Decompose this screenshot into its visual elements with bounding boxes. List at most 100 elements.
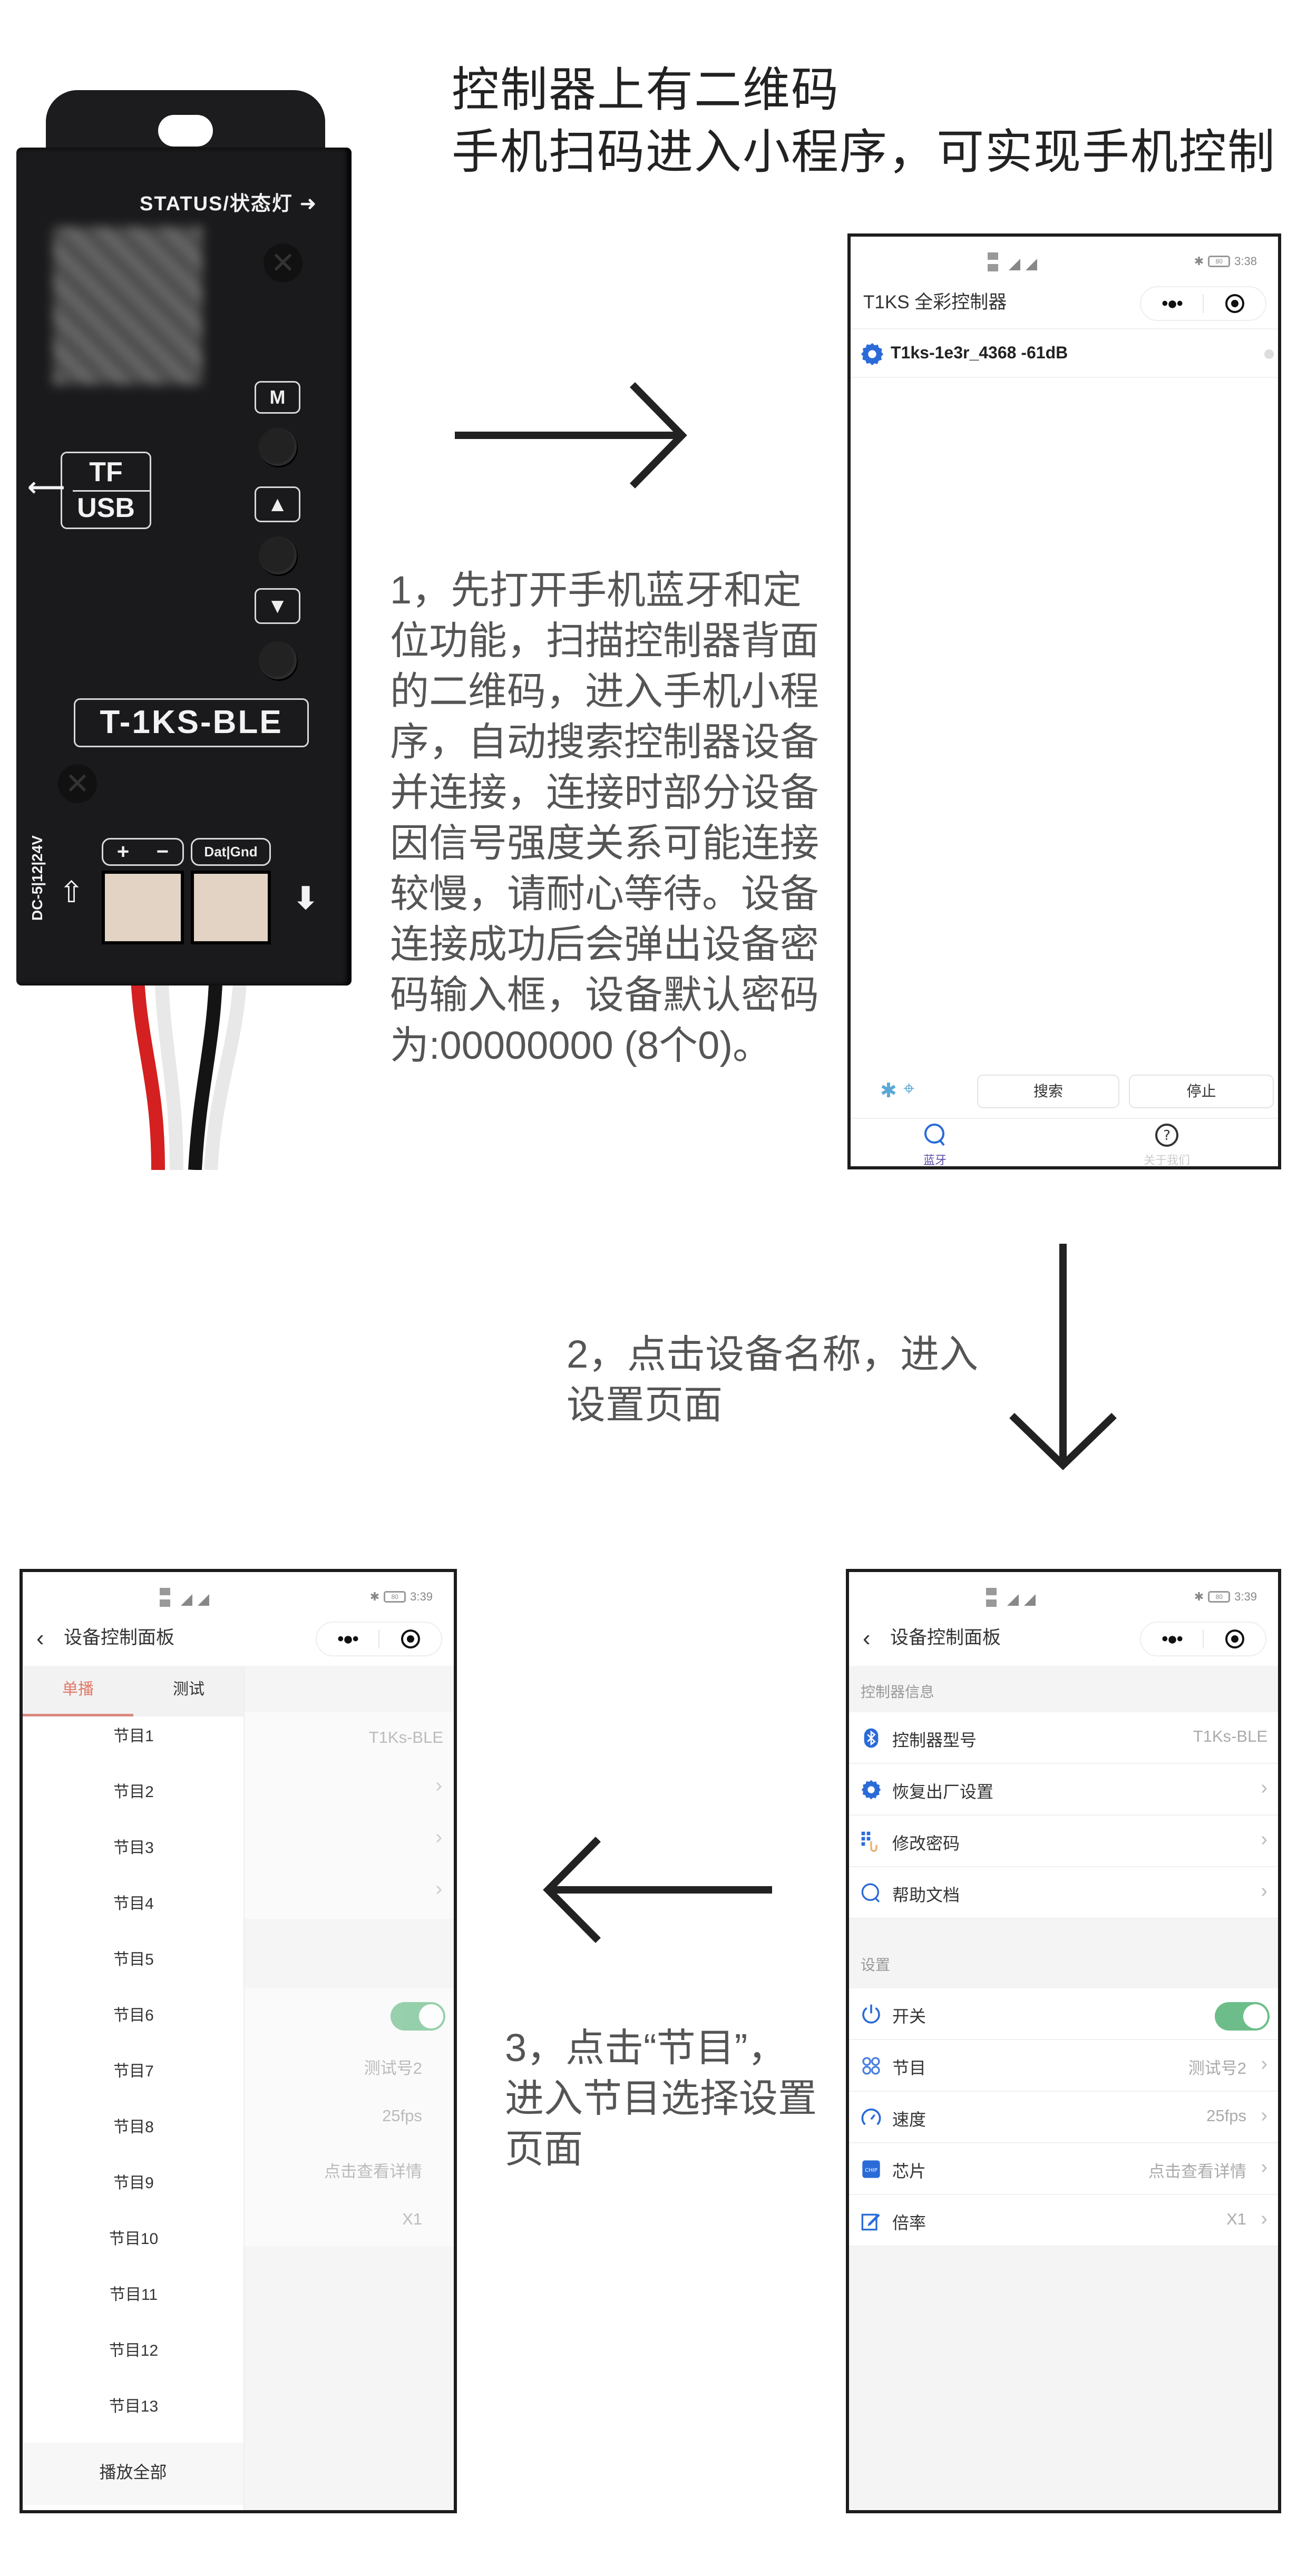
- row-value: T1Ks-BLE: [368, 1728, 443, 1746]
- tab-unicast[interactable]: 单播: [23, 1666, 133, 1716]
- tf-usb-box: TF USB: [61, 452, 151, 529]
- section-label: 设置: [861, 1957, 891, 1973]
- edit-icon: [861, 2213, 880, 2231]
- power-connector: [102, 871, 184, 944]
- clock: 3:38: [1234, 255, 1257, 268]
- empty-area: [849, 2247, 1278, 2510]
- close-target-icon[interactable]: [1204, 1628, 1265, 1650]
- tab-test[interactable]: 测试: [173, 1681, 204, 1698]
- program-item[interactable]: 节目12: [109, 2342, 159, 2359]
- program-grid-icon: [862, 2057, 880, 2075]
- program-item[interactable]: 节目9: [113, 2174, 154, 2192]
- program-item[interactable]: 节目4: [113, 1895, 154, 1913]
- program-item[interactable]: 节目13: [109, 2398, 159, 2415]
- mini-program-capsule: •●•: [1140, 286, 1266, 321]
- tab-bluetooth[interactable]: 蓝牙: [882, 1122, 988, 1167]
- divider: [73, 490, 150, 492]
- row-speed[interactable]: 速度 25fps ›: [849, 2092, 1278, 2143]
- page-title: 设备控制面板: [64, 1627, 175, 1648]
- row-multiplier[interactable]: 倍率 X1 ›: [849, 2195, 1278, 2247]
- clock: 3:39: [410, 1590, 433, 1603]
- row-value: X1: [1226, 2210, 1246, 2228]
- battery-icon: 80: [1208, 256, 1231, 267]
- location-icon: ⌖: [903, 1078, 915, 1100]
- row-factory-reset[interactable]: 恢复出厂设置 ›: [849, 1764, 1278, 1816]
- step-line: 1，先打开手机蓝牙和定: [390, 568, 802, 612]
- bluetooth-status-icon: ✱: [1194, 1590, 1204, 1603]
- step-line: 的二维码，进入手机小程: [390, 669, 819, 713]
- program-item[interactable]: 节目1: [113, 1728, 154, 1745]
- program-item[interactable]: 节目2: [113, 1783, 154, 1801]
- close-target-icon[interactable]: [1204, 293, 1265, 314]
- row-label: 恢复出厂设置: [892, 1782, 994, 1801]
- device-list-item[interactable]: T1ks-1e3r_4368 -61dB: [851, 329, 1278, 378]
- arrow-down-icon: ⬇: [292, 881, 319, 916]
- close-target-icon[interactable]: [379, 1628, 441, 1650]
- row-controller-model: 控制器型号 T1Ks-BLE: [849, 1712, 1278, 1764]
- program-item[interactable]: 节目8: [113, 2119, 154, 2136]
- program-item[interactable]: 节目6: [113, 2007, 154, 2024]
- chevron-right-icon: ›: [435, 1774, 442, 1797]
- signal-dot: [1264, 349, 1274, 359]
- arrow-left-icon: [543, 1837, 772, 1943]
- speedometer-icon: [861, 2108, 881, 2125]
- row-label: 帮助文档: [892, 1886, 960, 1905]
- usb-label: USB: [77, 493, 135, 523]
- stop-button[interactable]: 停止: [1129, 1075, 1274, 1108]
- row-value: 点击查看详情: [1148, 2162, 1246, 2181]
- plus-label: +: [116, 840, 130, 863]
- chip-icon: CHIP: [862, 2160, 880, 2178]
- program-item[interactable]: 节目7: [113, 2063, 154, 2080]
- row-value: 25fps: [382, 2106, 422, 2125]
- controller-device: STATUS/状态灯 ➜ ✕ M ▲ ▼ TF USB ⟵ T-1KS-BLE …: [0, 0, 379, 1175]
- tab-label: 蓝牙: [923, 1154, 947, 1167]
- power-toggle[interactable]: [1215, 2002, 1270, 2031]
- search-icon: [861, 1883, 880, 1902]
- help-icon: ?: [1155, 1124, 1178, 1147]
- step-line: 页面: [505, 2127, 583, 2171]
- row-label: 修改密码: [892, 1834, 960, 1853]
- bluetooth-status-icon: ✱: [369, 1590, 380, 1603]
- row-label: 开关: [892, 2007, 926, 2026]
- row-help-docs[interactable]: 帮助文档 ›: [849, 1867, 1278, 1919]
- row-value: X1: [402, 2210, 422, 2228]
- step-line: 连接成功后会弹出设备密: [390, 922, 819, 966]
- divider: [851, 1118, 1278, 1119]
- hang-hole: [158, 115, 213, 147]
- back-icon[interactable]: ‹: [36, 1625, 44, 1651]
- play-all-button[interactable]: 播放全部: [23, 2443, 243, 2505]
- gear-icon: [861, 343, 884, 366]
- status-bar: ✱ 80 3:39: [23, 1583, 454, 1612]
- model-label: T-1KS-BLE: [74, 698, 309, 747]
- search-button[interactable]: 搜索: [977, 1075, 1119, 1108]
- step-line: 2，点击设备名称，进入: [567, 1332, 979, 1376]
- chevron-right-icon: ›: [1261, 1777, 1267, 1799]
- page-title: T1KS 全彩控制器: [863, 292, 1007, 313]
- program-item[interactable]: 节目3: [113, 1839, 154, 1857]
- row-value: 点击查看详情: [324, 2162, 422, 2181]
- program-item[interactable]: 节目10: [109, 2230, 159, 2248]
- row-program[interactable]: 节目 测试号2 ›: [849, 2040, 1278, 2092]
- step1-text: 1，先打开手机蓝牙和定位功能，扫描控制器背面的二维码，进入手机小程序，自动搜索控…: [390, 565, 819, 1071]
- chevron-right-icon: ›: [1261, 1880, 1267, 1902]
- divider: [851, 328, 1278, 329]
- back-icon[interactable]: ‹: [863, 1625, 871, 1651]
- battery-icon: 80: [384, 1591, 406, 1603]
- more-icon[interactable]: •●•: [1162, 293, 1183, 314]
- chevron-right-icon: ›: [435, 1878, 442, 1900]
- program-drawer: 单播 测试 节目1 节目2 节目3 节目4 节目5 节目6 节目7 节目8 节目9 节目10 节目1…: [23, 1666, 245, 2510]
- more-icon[interactable]: •●•: [1162, 1628, 1183, 1649]
- program-item[interactable]: 节目11: [109, 2286, 158, 2304]
- row-change-password[interactable]: 修改密码 ›: [849, 1816, 1278, 1867]
- row-power: 开关: [849, 1988, 1278, 2040]
- info-rows-bg: [245, 1712, 454, 1919]
- row-chip[interactable]: CHIP 芯片 点击查看详情 ›: [849, 2143, 1278, 2195]
- program-item[interactable]: 节目5: [113, 1951, 154, 1968]
- device-name: T1ks-1e3r_4368 -61dB: [891, 343, 1068, 362]
- chevron-right-icon: ›: [1261, 2208, 1267, 2230]
- row-value: 25fps: [1206, 2106, 1246, 2125]
- tab-about[interactable]: ? 关于我们: [1109, 1122, 1225, 1166]
- m-button: [259, 428, 297, 466]
- more-icon[interactable]: •●•: [337, 1628, 358, 1649]
